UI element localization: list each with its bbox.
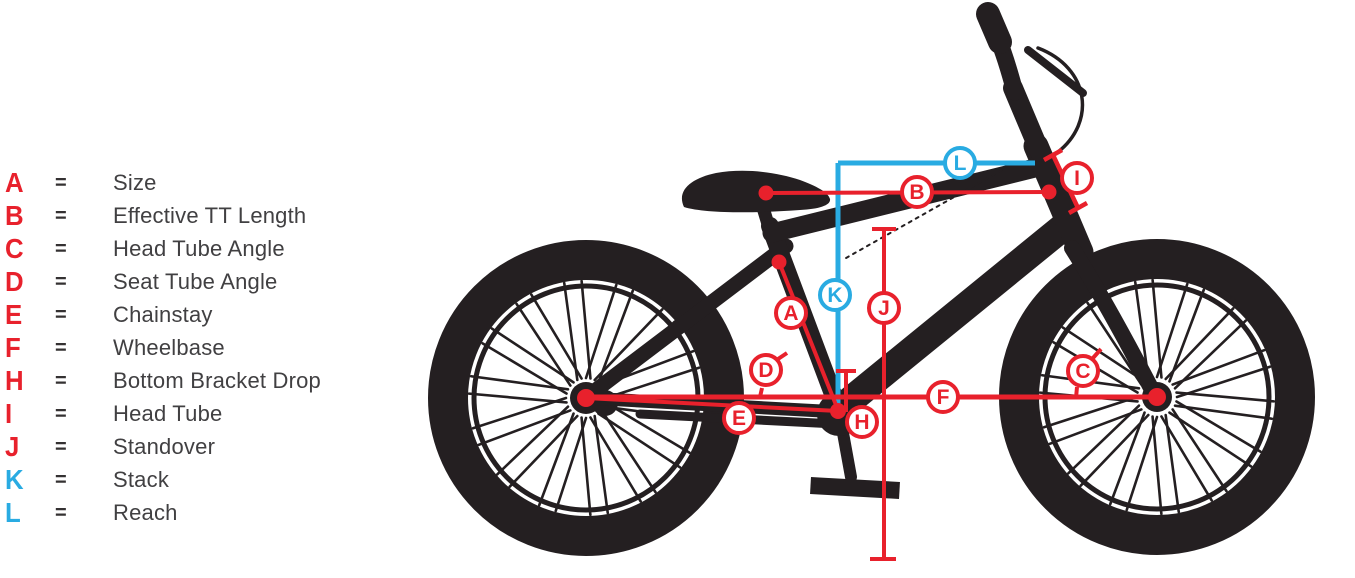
equals-sign: =	[55, 370, 67, 393]
rear-axle-dot	[577, 389, 595, 407]
head-tube-angle-ticks	[1074, 347, 1103, 399]
legend-label: Effective TT Length	[113, 202, 307, 228]
bike-silhouette	[428, 2, 1315, 556]
legend-label: Reach	[113, 500, 178, 526]
red-measure-lines	[585, 148, 1157, 561]
legend-item-seat-tube-angle: D = Seat Tube Angle	[5, 265, 365, 298]
equals-sign: =	[55, 502, 67, 525]
equals-sign: =	[55, 270, 67, 293]
brake-lever	[1024, 46, 1087, 97]
measure-endpoint-dots	[577, 184, 1166, 419]
front-axle-dot	[1148, 388, 1166, 406]
legend-label: Bottom Bracket Drop	[113, 368, 321, 394]
size-top-dot	[771, 254, 787, 270]
equals-sign: =	[55, 237, 67, 260]
legend-item-head-tube: I = Head Tube	[5, 398, 365, 431]
legend-letter: H	[5, 365, 24, 397]
legend-letter: F	[5, 332, 21, 364]
marker-b-effective-tt: B	[900, 175, 934, 209]
legend-item-chainstay: E = Chainstay	[5, 298, 365, 331]
bb-drop-line	[836, 369, 856, 412]
equals-sign: =	[55, 303, 67, 326]
legend-item-effective-tt-length: B = Effective TT Length	[5, 199, 365, 232]
legend-item-bottom-bracket-drop: H = Bottom Bracket Drop	[5, 365, 365, 398]
legend-item-stack: K = Stack	[5, 464, 365, 497]
size-line	[777, 261, 840, 411]
equals-sign: =	[55, 403, 67, 426]
grip	[976, 2, 1012, 54]
legend-letter: A	[5, 166, 24, 198]
fork	[1064, 240, 1159, 396]
legend-item-wheelbase: F = Wheelbase	[5, 331, 365, 364]
brake-cable	[1036, 46, 1085, 154]
legend-label: Size	[113, 169, 157, 195]
legend-letter: E	[5, 298, 23, 330]
saddle	[681, 170, 831, 213]
marker-j-standover: J	[867, 291, 901, 325]
marker-e-chainstay: E	[722, 401, 756, 435]
equals-sign: =	[55, 204, 67, 227]
legend-letter: I	[5, 398, 13, 430]
legend-letter: L	[5, 497, 21, 529]
marker-f-wheelbase: F	[926, 380, 960, 414]
down-tube	[827, 214, 1076, 422]
marker-k-stack: K	[818, 278, 852, 312]
legend-item-head-tube-angle: C = Head Tube Angle	[5, 232, 365, 265]
equals-sign: =	[55, 469, 67, 492]
legend-item-size: A = Size	[5, 166, 365, 199]
marker-i-head-tube: I	[1060, 161, 1094, 195]
seatstay-tube	[584, 238, 794, 401]
legend-label: Wheelbase	[113, 335, 225, 361]
equals-sign: =	[55, 171, 67, 194]
marker-d-seat-tube-angle: D	[749, 353, 783, 387]
legend-item-reach: L = Reach	[5, 497, 365, 530]
tt-right-dot	[1041, 184, 1057, 200]
legend-label: Seat Tube Angle	[113, 268, 278, 294]
head-tube-silhouette	[1023, 133, 1094, 265]
marker-l-reach: L	[943, 146, 977, 180]
frame-cable	[845, 169, 1003, 259]
equals-sign: =	[55, 337, 67, 360]
bottom-bracket-dot	[830, 403, 846, 419]
standover-line	[870, 227, 896, 561]
legend-letter: D	[5, 265, 24, 297]
legend-letter: C	[5, 232, 24, 264]
legend-letter: K	[5, 464, 24, 496]
legend-label: Standover	[113, 434, 216, 460]
legend-item-standover: J = Standover	[5, 431, 365, 464]
equals-sign: =	[55, 436, 67, 459]
chainstay-line	[585, 396, 839, 413]
legend-label: Chainstay	[113, 301, 213, 327]
tt-left-dot	[758, 185, 774, 201]
marker-a-size: A	[774, 296, 808, 330]
legend-letter: B	[5, 199, 24, 231]
legend-letter: J	[5, 431, 20, 463]
pedal	[810, 477, 900, 499]
legend-label: Stack	[113, 467, 170, 493]
seat-tube-angle-ticks	[758, 351, 789, 398]
legend: A = Size B = Effective TT Length C = Hea…	[5, 166, 365, 530]
marker-h-bb-drop: H	[845, 405, 879, 439]
legend-label: Head Tube	[113, 401, 223, 427]
legend-label: Head Tube Angle	[113, 235, 285, 261]
marker-c-head-tube-angle: C	[1066, 354, 1100, 388]
